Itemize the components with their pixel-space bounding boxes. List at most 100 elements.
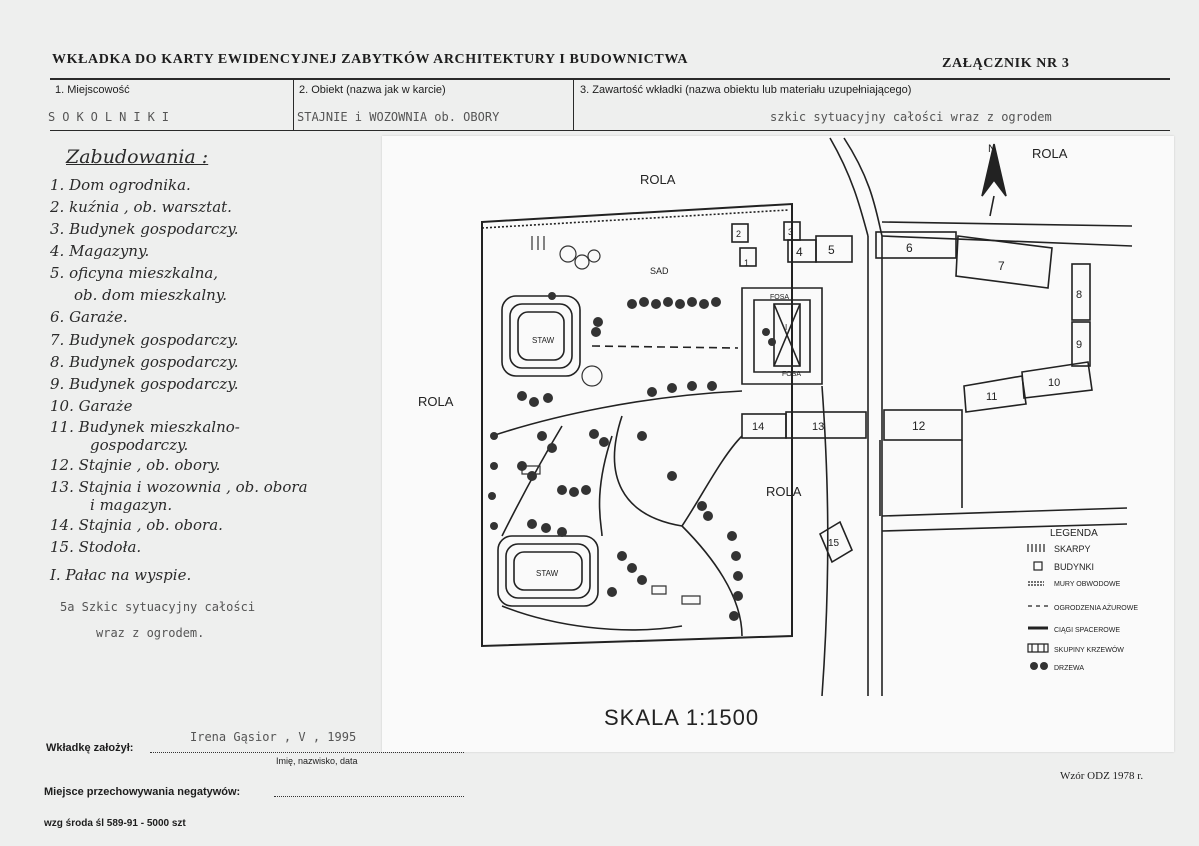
building-8	[1071, 263, 1091, 321]
object-label: 2. Obiekt (nazwa jak w karcie)	[299, 84, 446, 96]
label-building-1: 1	[744, 258, 749, 268]
founded-dotted-line	[150, 752, 464, 753]
locality-label: 1. Miejscowość	[55, 84, 130, 96]
road-north	[829, 137, 869, 237]
legend-label: BUDYNKI	[1054, 562, 1094, 572]
label-building-6: 6	[906, 241, 913, 255]
label-building-15: 15	[828, 538, 840, 549]
wall-icon	[1028, 581, 1044, 586]
label-building-4: 4	[796, 245, 803, 259]
fields-bottom-rule	[50, 130, 1170, 131]
list-item: 5. oficyna mieszkalna,	[50, 264, 219, 282]
label-rola-left: ROLA	[418, 394, 454, 409]
founded-label: Wkładkę założył:	[46, 742, 134, 754]
label-rola-top: ROLA	[640, 172, 676, 187]
list-item: 4. Magazyny.	[50, 242, 150, 260]
label-rola-top-right: ROLA	[1032, 146, 1068, 161]
building-12	[883, 409, 963, 441]
scarp-icon	[1027, 544, 1045, 552]
building-13	[785, 411, 867, 439]
list-item: 13. Stajnia i wozownia , ob. obora	[50, 478, 308, 496]
negatives-dotted-line	[274, 796, 464, 797]
header-rule	[50, 78, 1170, 80]
map-legend: LEGENDA SKARPY BUDYNKI MURY OBWODOWE OGR…	[1027, 528, 1138, 672]
typed-note-line-1: 5a Szkic sytuacyjny całości	[60, 600, 256, 614]
legend-label: SKUPINY KRZEWÓW	[1054, 645, 1124, 654]
locality-value: SOKOLNIKI	[48, 110, 177, 124]
list-item: 10. Garaże	[50, 397, 133, 415]
content-value: szkic sytuacyjny całości wraz z ogrodem	[770, 110, 1052, 124]
legend-label: OGRODZENIA AŻUROWE	[1054, 603, 1138, 612]
list-item: 9. Budynek gospodarczy.	[50, 375, 239, 393]
label-palace: I	[785, 323, 787, 332]
notes-heading: Zabudowania :	[66, 146, 209, 168]
garden-wall	[481, 202, 793, 648]
list-item: 6. Garaże.	[50, 308, 128, 326]
label-building-2: 2	[736, 229, 741, 239]
label-rola-bottom: ROLA	[766, 484, 802, 499]
north-arrow	[981, 143, 1007, 197]
list-item: 3. Budynek gospodarczy.	[50, 220, 239, 238]
label-building-8: 8	[1076, 289, 1082, 301]
label-north: N	[988, 143, 996, 155]
label-building-3: 3	[788, 227, 793, 237]
building-5	[815, 235, 853, 263]
palace-outline	[773, 303, 801, 367]
label-staw-bottom: STAW	[536, 569, 559, 578]
shrub-groups	[521, 236, 701, 605]
label-building-11: 11	[986, 391, 997, 403]
building-1	[739, 247, 757, 267]
building-2	[731, 223, 749, 243]
list-item: 15. Stodoła.	[50, 538, 142, 556]
field-divider-1	[293, 79, 294, 131]
label-sad: SAD	[650, 266, 669, 276]
typed-note-line-2: wraz z ogrodem.	[96, 626, 205, 640]
pond-bottom	[497, 535, 599, 607]
founded-value: Irena Gąsior , V , 1995	[190, 730, 357, 744]
building-15	[818, 520, 854, 564]
moat-island	[741, 287, 823, 385]
label-building-10: 10	[1048, 377, 1060, 389]
legend-title: LEGENDA	[1050, 528, 1098, 539]
label-building-14: 14	[752, 421, 764, 433]
list-item: 7. Budynek gospodarczy.	[50, 331, 239, 349]
pond-top	[501, 295, 581, 377]
tree-icon	[1030, 662, 1048, 670]
legend-label: CIĄGI SPACEROWE	[1054, 627, 1120, 634]
label-building-7: 7	[998, 259, 1005, 273]
site-plan: ROLA ROLA ROLA ROLA N SAD FOSA FOSA STAW…	[418, 137, 1138, 730]
content-label: 3. Zawartość wkładki (nazwa obiektu lub …	[580, 84, 912, 96]
label-building-12: 12	[912, 419, 926, 433]
label-building-5: 5	[828, 243, 835, 257]
attachment-number: ZAŁĄCZNIK NR 3	[942, 56, 1070, 71]
list-item: 8. Budynek gospodarczy.	[50, 353, 239, 371]
label-building-9: 9	[1076, 339, 1082, 351]
building-icon	[1033, 561, 1043, 571]
label-staw-top: STAW	[532, 336, 555, 345]
openwork-fence	[591, 345, 739, 349]
list-item: 11. Budynek mieszkalno-	[50, 418, 240, 436]
list-item: 2. kuźnia , ob. warsztat.	[50, 198, 232, 216]
legend-label: SKARPY	[1054, 544, 1091, 554]
sheet-title: WKŁADKA DO KARTY EWIDENCYJNEJ ZABYTKÓW A…	[52, 52, 689, 67]
form-code: Wzór ODZ 1978 r.	[1060, 770, 1144, 782]
print-code: wzg środa śl 589-91 - 5000 szt	[44, 818, 186, 829]
list-item: I. Pałac na wyspie.	[50, 566, 192, 584]
field-divider-2	[573, 79, 574, 131]
list-item: ob. dom mieszkalny.	[74, 286, 228, 304]
building-9	[1071, 321, 1091, 367]
label-fosa-bottom: FOSA	[782, 371, 801, 378]
tree-groups	[488, 292, 776, 621]
building-7	[955, 235, 1053, 289]
list-item: i magazyn.	[90, 496, 173, 514]
building-6	[875, 231, 957, 259]
list-item: gospodarczy.	[90, 436, 189, 454]
list-item: 14. Stajnia , ob. obora.	[50, 516, 223, 534]
list-item: 12. Stajnie , ob. obory.	[50, 456, 221, 474]
site-plan-photo: ROLA ROLA ROLA ROLA N SAD FOSA FOSA STAW…	[382, 136, 1174, 752]
object-value: STAJNIE i WOZOWNIA ob. OBORY	[297, 110, 500, 124]
legend-label: DRZEWA	[1054, 665, 1084, 672]
negatives-label: Miejsce przechowywania negatywów:	[44, 786, 241, 798]
building-11	[963, 375, 1027, 413]
